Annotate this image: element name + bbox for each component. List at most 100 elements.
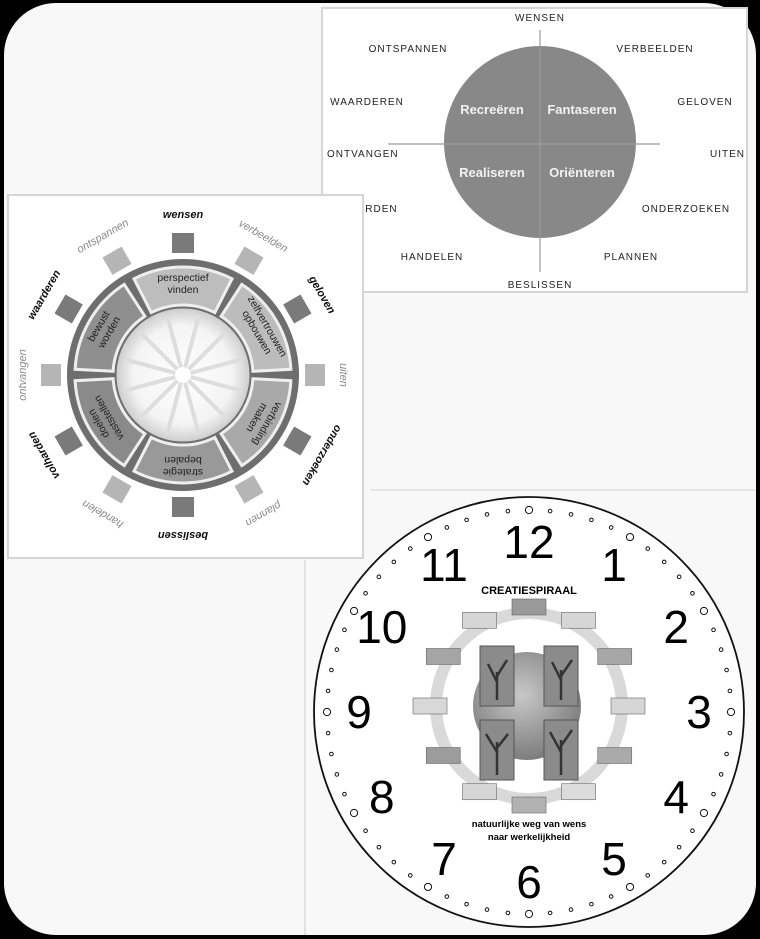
clock-numeral: 7 — [431, 833, 457, 885]
minute-dot — [364, 591, 368, 595]
clock-tag — [611, 698, 645, 714]
minute-dot — [377, 575, 381, 579]
compass-label-bottom-right-inner: ONDERZOEKEN — [642, 204, 730, 215]
clock-numeral: 4 — [663, 771, 689, 823]
minute-dot — [719, 648, 723, 652]
minute-dot — [662, 860, 666, 864]
minute-dot — [392, 860, 396, 864]
wheel-ring-label: uiten — [337, 363, 349, 387]
minute-dot — [725, 752, 729, 756]
minute-dot — [525, 506, 532, 513]
quadrant-bottom-right: Oriënteren — [549, 165, 615, 180]
clock-tag — [512, 797, 546, 813]
minute-dot — [506, 911, 510, 915]
clock-numeral: 9 — [346, 686, 372, 738]
minute-dot — [609, 526, 613, 530]
minute-dot — [569, 513, 573, 517]
minute-dot — [350, 809, 357, 816]
clock-numeral: 6 — [516, 856, 542, 908]
clock-diagram: 121234567891011 CREATIESPIRAAL natuurlij… — [314, 497, 744, 927]
minute-dot — [590, 902, 594, 906]
clock-tag — [463, 784, 497, 800]
minute-dot — [326, 689, 330, 693]
compass-label-bottom: BESLISSEN — [508, 280, 573, 291]
clock-numeral: 12 — [503, 516, 554, 568]
clock-numeral: 10 — [356, 601, 407, 653]
creation-wheel: wensenverbeeldengelovenuitenonderzoekenp… — [8, 195, 363, 558]
minute-dot — [646, 547, 650, 551]
clock-numeral: 11 — [420, 539, 468, 591]
clock-tag — [413, 698, 447, 714]
minute-dot — [626, 533, 633, 540]
compass-label-top-left-outer: ONTSPANNEN — [369, 44, 448, 55]
minute-dot — [700, 809, 707, 816]
quadrant-top-left: Recreëren — [460, 102, 524, 117]
minute-dot — [465, 518, 469, 522]
minute-dot — [364, 829, 368, 833]
minute-dot — [326, 731, 330, 735]
minute-dot — [408, 547, 412, 551]
clock-numeral: 8 — [369, 771, 395, 823]
minute-dot — [330, 668, 334, 672]
minute-dot — [408, 874, 412, 878]
wheel-tick — [41, 364, 61, 386]
clock-tag — [598, 649, 632, 665]
compass-label-right: UITEN — [710, 149, 745, 160]
compass-label-bottom-right-outer: PLANNEN — [604, 252, 658, 263]
wheel-ring-label: wensen — [163, 209, 204, 221]
minute-dot — [626, 883, 633, 890]
minute-dot — [700, 607, 707, 614]
minute-dot — [725, 668, 729, 672]
minute-dot — [677, 575, 681, 579]
compass-label-top-left-inner: WAARDEREN — [330, 97, 404, 108]
compass-label-bottom-left-outer: HANDELEN — [401, 252, 463, 263]
minute-dot — [445, 895, 449, 899]
minute-dot — [485, 513, 489, 517]
minute-dot — [392, 560, 396, 564]
clock-tag — [426, 748, 460, 764]
clock-caption-line2: naar werkelijkheid — [488, 832, 571, 843]
minute-dot — [343, 792, 347, 796]
minute-dot — [728, 731, 732, 735]
minute-dot — [712, 792, 716, 796]
minute-dot — [330, 752, 334, 756]
minute-dot — [377, 845, 381, 849]
minute-dot — [506, 509, 510, 513]
minute-dot — [712, 628, 716, 632]
clock-numeral: 2 — [663, 601, 689, 653]
wheel-hub — [117, 309, 249, 441]
compass-label-top-right-outer: VERBEELDEN — [616, 44, 693, 55]
wheel-tick — [172, 233, 194, 253]
minute-dot — [548, 509, 552, 513]
quadrant-top-right: Fantaseren — [547, 102, 616, 117]
minute-dot — [590, 518, 594, 522]
clock-tag — [598, 748, 632, 764]
clock-tag — [562, 612, 596, 628]
wheel-ring-label: ontvangen — [17, 349, 29, 400]
minute-dot — [548, 911, 552, 915]
minute-dot — [662, 560, 666, 564]
minute-dot — [677, 845, 681, 849]
minute-dot — [691, 829, 695, 833]
minute-dot — [335, 648, 339, 652]
quadrant-bottom-left: Realiseren — [459, 165, 525, 180]
minute-dot — [485, 908, 489, 912]
compass-label-top-right-inner: GELOVEN — [677, 97, 732, 108]
quadrant-diagram: WENSEN BESLISSEN ONTVANGEN UITEN ONTSPAN… — [322, 8, 747, 292]
wheel-tick — [305, 364, 325, 386]
minute-dot — [609, 895, 613, 899]
clock-tag — [426, 649, 460, 665]
minute-dot — [525, 910, 532, 917]
minute-dot — [335, 773, 339, 777]
minute-dot — [323, 708, 330, 715]
minute-dot — [569, 908, 573, 912]
minute-dot — [727, 708, 734, 715]
clock-title: CREATIESPIRAAL — [481, 585, 577, 597]
clock-tag — [463, 612, 497, 628]
compass-label-top: WENSEN — [515, 13, 565, 24]
clock-numeral: 3 — [686, 686, 712, 738]
minute-dot — [465, 902, 469, 906]
minute-dot — [728, 689, 732, 693]
clock-caption-line1: natuurlijke weg van wens — [472, 819, 587, 830]
